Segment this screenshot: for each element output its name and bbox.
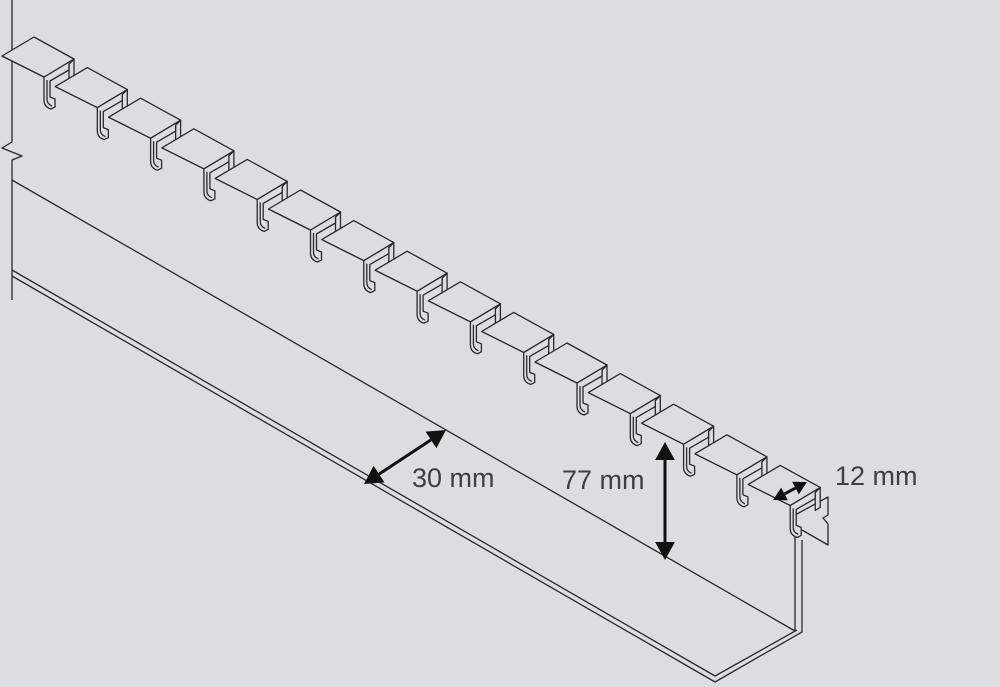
clip bbox=[747, 464, 821, 539]
dimension-label-width: 30 mm bbox=[412, 463, 495, 493]
clip bbox=[694, 434, 768, 508]
clip bbox=[640, 403, 715, 477]
tray-inner-corner-line bbox=[11, 179, 796, 632]
dimension-arrow-height bbox=[655, 442, 675, 560]
dimension-label-height: 77 mm bbox=[562, 465, 645, 495]
clip bbox=[374, 250, 448, 324]
dimension-label-clip: 12 mm bbox=[835, 461, 918, 491]
clip bbox=[587, 372, 661, 447]
left-wall-edge bbox=[1, 0, 23, 300]
clip bbox=[267, 189, 342, 263]
clip bbox=[534, 342, 608, 416]
clip bbox=[161, 128, 235, 202]
clip bbox=[481, 311, 555, 386]
clip bbox=[1, 36, 75, 110]
end-tab bbox=[794, 496, 829, 546]
tray-front-lip-inner bbox=[11, 275, 803, 683]
clip bbox=[427, 281, 502, 355]
dimension-arrow-width bbox=[364, 430, 446, 484]
clip bbox=[107, 97, 182, 171]
clip bbox=[54, 66, 128, 141]
clip bbox=[321, 219, 395, 294]
dimension-arrow-clip bbox=[773, 481, 807, 501]
clip bbox=[214, 158, 288, 233]
tray-front-lip bbox=[11, 269, 798, 677]
